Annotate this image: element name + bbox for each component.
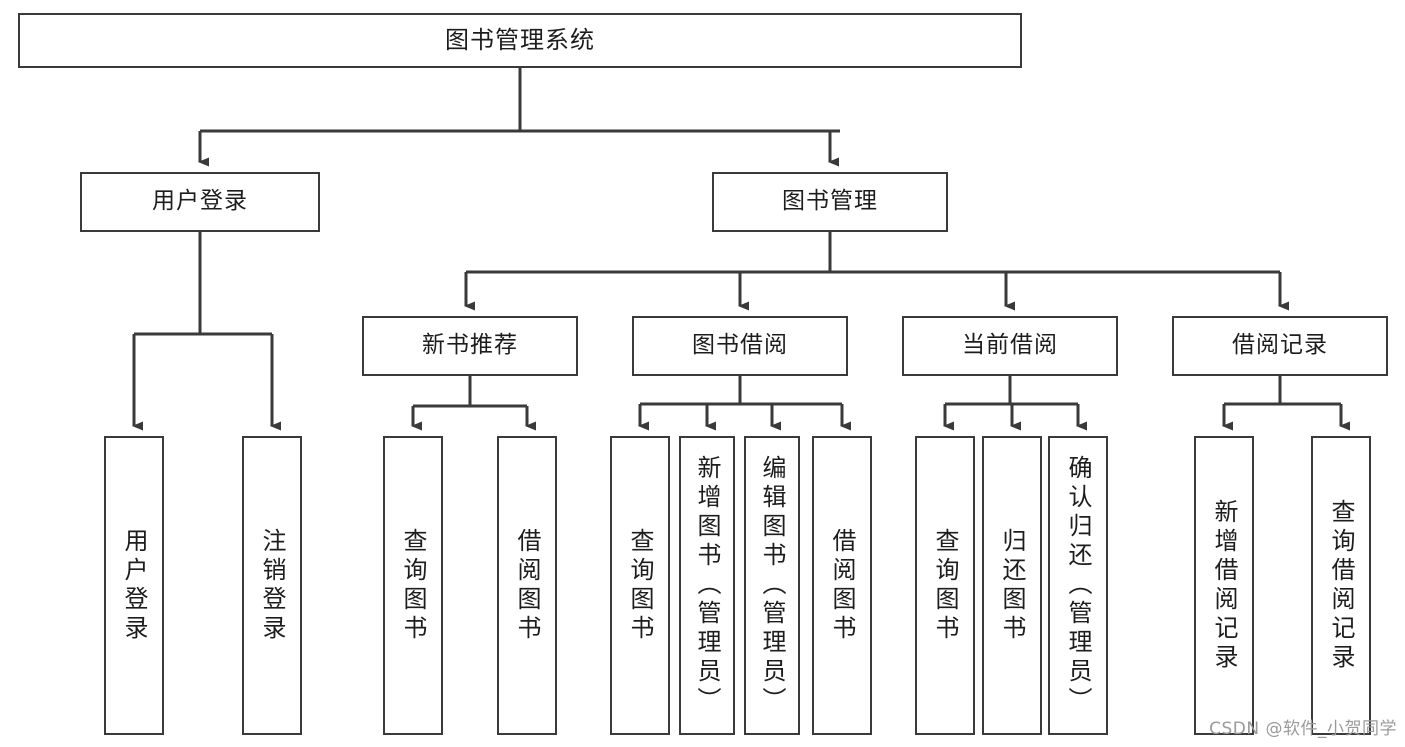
leaf-add-book-admin[interactable]: 新增图书（管理员） <box>679 436 735 735</box>
leaf-query-book-current[interactable]: 查询图书 <box>915 436 975 735</box>
leaf-return-book[interactable]: 归还图书 <box>982 436 1042 735</box>
leaf-user-logout[interactable]: 注销登录 <box>242 436 302 735</box>
node-label: 确认归还（管理员） <box>1064 455 1092 716</box>
node-label: 注销登录 <box>258 527 286 644</box>
node-label: 借阅图书 <box>828 527 856 644</box>
node-label: 查询图书 <box>626 527 654 644</box>
node-label: 当前借阅 <box>962 332 1058 359</box>
node-label: 归还图书 <box>998 527 1026 644</box>
node-label: 图书管理 <box>782 188 878 215</box>
node-label: 新增借阅记录 <box>1210 498 1238 673</box>
node-root-system[interactable]: 图书管理系统 <box>18 13 1022 68</box>
leaf-confirm-return-admin[interactable]: 确认归还（管理员） <box>1048 436 1108 735</box>
node-book-borrow[interactable]: 图书借阅 <box>632 316 848 376</box>
node-current-borrow[interactable]: 当前借阅 <box>902 316 1118 376</box>
leaf-borrow-book-recommend[interactable]: 借阅图书 <box>497 436 557 735</box>
node-label: 查询图书 <box>399 527 427 644</box>
leaf-edit-book-admin[interactable]: 编辑图书（管理员） <box>744 436 800 735</box>
node-new-book-recommend[interactable]: 新书推荐 <box>362 316 578 376</box>
node-label: 新增图书（管理员） <box>693 455 721 716</box>
node-label: 借阅记录 <box>1232 332 1328 359</box>
leaf-query-borrow-record[interactable]: 查询借阅记录 <box>1311 436 1371 735</box>
node-label: 图书借阅 <box>692 332 788 359</box>
leaf-add-borrow-record[interactable]: 新增借阅记录 <box>1194 436 1254 735</box>
node-borrow-record[interactable]: 借阅记录 <box>1172 316 1388 376</box>
node-label: 查询图书 <box>931 527 959 644</box>
leaf-borrow-book[interactable]: 借阅图书 <box>812 436 872 735</box>
leaf-query-book-recommend[interactable]: 查询图书 <box>383 436 443 735</box>
leaf-user-login[interactable]: 用户登录 <box>104 436 164 735</box>
leaf-query-book-borrow[interactable]: 查询图书 <box>610 436 670 735</box>
node-book-manage[interactable]: 图书管理 <box>712 172 948 232</box>
node-label: 编辑图书（管理员） <box>758 455 786 716</box>
node-label: 新书推荐 <box>422 332 518 359</box>
node-label: 查询借阅记录 <box>1327 498 1355 673</box>
node-user-login[interactable]: 用户登录 <box>80 172 320 232</box>
node-label: 借阅图书 <box>513 527 541 644</box>
csdn-watermark: CSDN @软件_小贺同学 <box>1209 719 1397 739</box>
node-label: 用户登录 <box>152 188 248 215</box>
node-label: 图书管理系统 <box>445 26 595 55</box>
node-label: 用户登录 <box>120 527 148 644</box>
